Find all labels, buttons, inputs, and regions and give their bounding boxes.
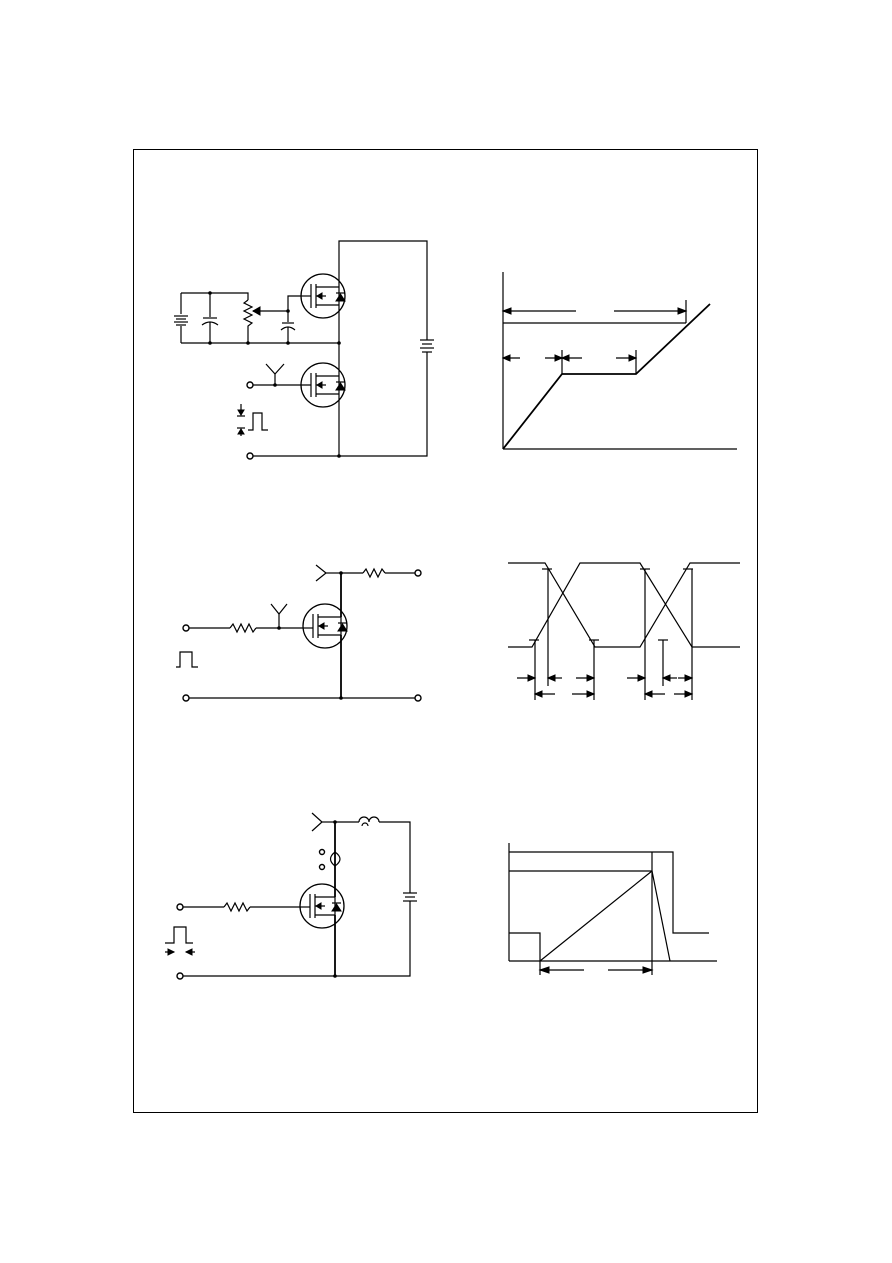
resistive-switching-test-circuit: [176, 564, 422, 702]
current-probe-symbol: [318, 848, 341, 871]
probe-symbol: [315, 564, 341, 582]
gate-current-pulse-symbol: [237, 404, 268, 436]
gate-resistor-symbol: [229, 622, 257, 634]
input-terminal: [182, 624, 190, 632]
bias-battery-symbol: [174, 315, 188, 326]
gate-resistor-symbol: [223, 901, 251, 913]
supply-return-terminal: [414, 694, 422, 702]
input-pulse-symbol: [165, 926, 195, 956]
ground-terminal: [246, 452, 254, 460]
capacitor-symbol: [280, 311, 296, 343]
gate-charge-test-circuit: [174, 240, 434, 460]
ground-terminal: [182, 694, 190, 702]
capacitor-symbol: [201, 293, 219, 343]
ground-terminal: [176, 972, 184, 980]
upper-mosfet-symbol: [300, 273, 346, 319]
dut-mosfet-symbol: [299, 883, 345, 929]
inductor-symbol: [358, 816, 380, 827]
resistive-switching-waveforms: [508, 562, 740, 700]
probe-symbol: [270, 603, 288, 628]
gate-input-terminal: [246, 381, 254, 389]
probe-symbol: [311, 812, 335, 832]
supply-battery-symbol: [403, 892, 417, 902]
dut-mosfet-symbol: [250, 362, 346, 408]
supply-terminal: [414, 569, 422, 577]
probe-symbol: [265, 363, 285, 385]
input-terminal: [176, 903, 184, 911]
load-resistor-symbol: [362, 567, 386, 579]
gate-charge-waveform: [501, 272, 737, 450]
unclamped-inductive-switching-test-circuit: [165, 812, 417, 980]
supply-battery-symbol: [420, 339, 434, 353]
potentiometer-symbol: [242, 299, 261, 343]
figure-frame: [133, 149, 758, 1113]
unclamped-inductive-switching-waveforms: [508, 843, 717, 975]
input-pulse-symbol: [176, 651, 198, 668]
dut-mosfet-symbol: [302, 603, 348, 649]
